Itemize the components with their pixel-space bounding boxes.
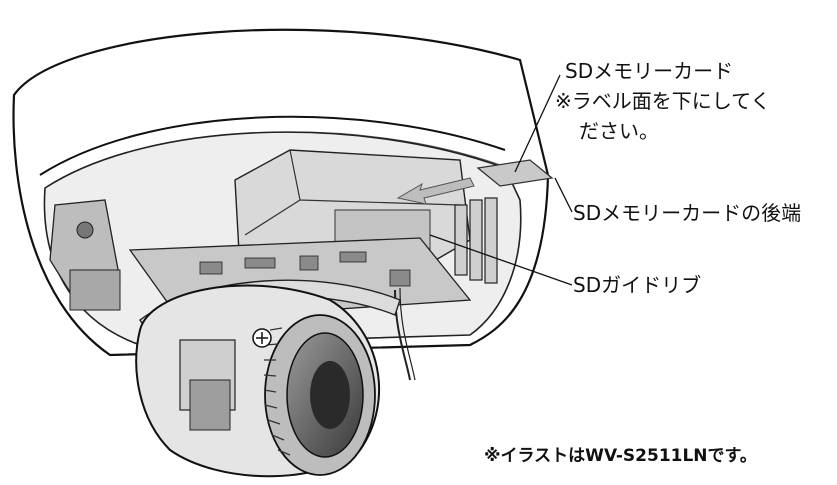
cover-rim	[39, 115, 506, 176]
leader-guide-rib	[429, 234, 573, 286]
label-card-rear-end: SDメモリーカードの後端	[573, 201, 802, 225]
label-sd-memory-card: SDメモリーカード	[565, 59, 734, 83]
sd-memory-card	[476, 159, 554, 187]
side-ribs	[454, 197, 498, 284]
label-note-line1: ※ラベル面を下にしてく	[555, 89, 771, 113]
leader-sd-card	[514, 74, 561, 173]
illustration-note: ※イラストはWV-S2511LNです。	[484, 446, 757, 466]
label-sd-guide-rib: SDガイドリブ	[573, 273, 702, 297]
leader-card-rear	[554, 177, 573, 213]
label-note-line2: ださい。	[579, 119, 659, 143]
lens-assembly	[135, 284, 381, 478]
insertion-arrow	[396, 177, 475, 205]
